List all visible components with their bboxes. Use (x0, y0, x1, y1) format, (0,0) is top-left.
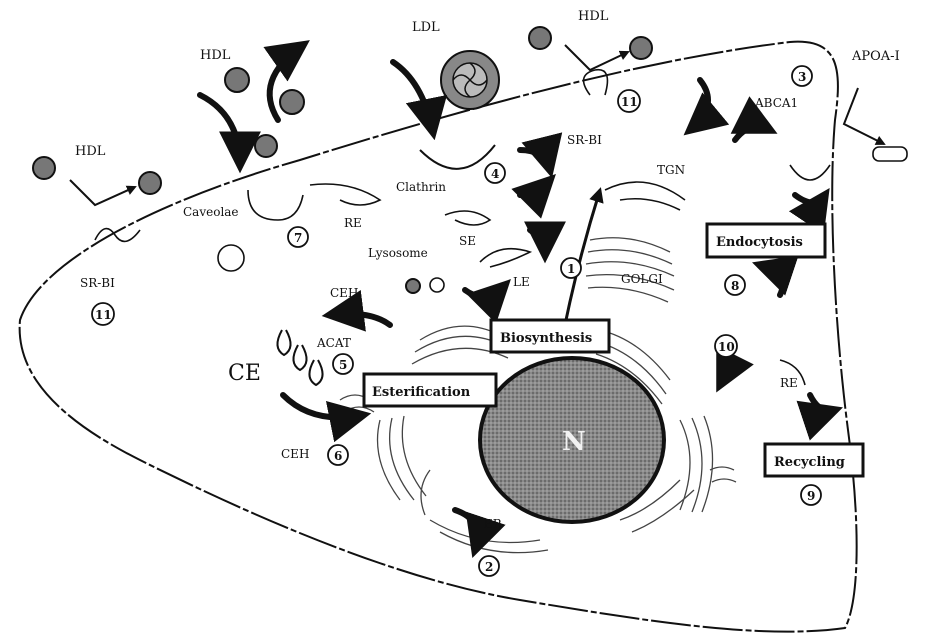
abca1-label: ABCA1 (754, 96, 798, 110)
step-7: 7 (294, 231, 302, 245)
step-6: 6 (334, 449, 342, 463)
sr-bi-left-label: SR-BI (80, 276, 115, 290)
lysosome-label: Lysosome (368, 246, 428, 260)
step-1: 1 (567, 262, 575, 276)
recycling-label: Recycling (774, 455, 845, 470)
ldl-particle (441, 51, 499, 109)
hdl-particles (33, 27, 652, 293)
le-label: LE (513, 275, 530, 289)
process-box-esterification: Esterification (364, 374, 496, 406)
step-4: 4 (491, 167, 499, 181)
clathrin-label: Clathrin (396, 180, 446, 194)
hdl-right-label: HDL (578, 9, 609, 24)
nucleus-label: N (562, 427, 586, 457)
process-box-endocytosis: Endocytosis (707, 224, 825, 257)
re-left-label: RE (344, 216, 362, 230)
er-label: ER (484, 517, 503, 531)
step-5: 5 (339, 358, 347, 372)
ldl-label: LDL (412, 20, 440, 35)
ce-label: CE (228, 361, 261, 386)
hdl-top-label: HDL (200, 48, 231, 63)
endocytosis-label: Endocytosis (716, 235, 803, 250)
process-box-biosynthesis: Biosynthesis (491, 320, 609, 352)
ceh-top-label: CEH (330, 286, 358, 300)
se-label: SE (459, 234, 476, 248)
apoa1-label: APOA-I (851, 49, 900, 64)
biosynthesis-label: Biosynthesis (500, 331, 592, 346)
process-box-recycling: Recycling (765, 444, 863, 476)
step-3: 3 (798, 70, 806, 84)
golgi-label: GOLGI (621, 272, 663, 286)
hdl-left-label: HDL (75, 144, 106, 159)
caveolae-label: Caveolae (183, 205, 239, 219)
re-right-label: RE (780, 376, 798, 390)
step-11-left: 11 (95, 308, 112, 322)
ce-droplets (277, 330, 322, 385)
step-9: 9 (807, 489, 815, 503)
acat-label: ACAT (316, 336, 351, 350)
step-numbers: 1 2 3 4 5 6 7 8 9 10 11 11 (92, 66, 821, 576)
step-8: 8 (731, 279, 739, 293)
esterification-label: Esterification (372, 385, 471, 400)
sr-bi-top-label: SR-BI (567, 133, 602, 147)
step-2: 2 (485, 560, 493, 574)
step-10: 10 (718, 340, 735, 354)
step-11-top: 11 (621, 95, 638, 109)
ceh-bottom-label: CEH (281, 447, 309, 461)
tgn-label: TGN (657, 163, 685, 177)
